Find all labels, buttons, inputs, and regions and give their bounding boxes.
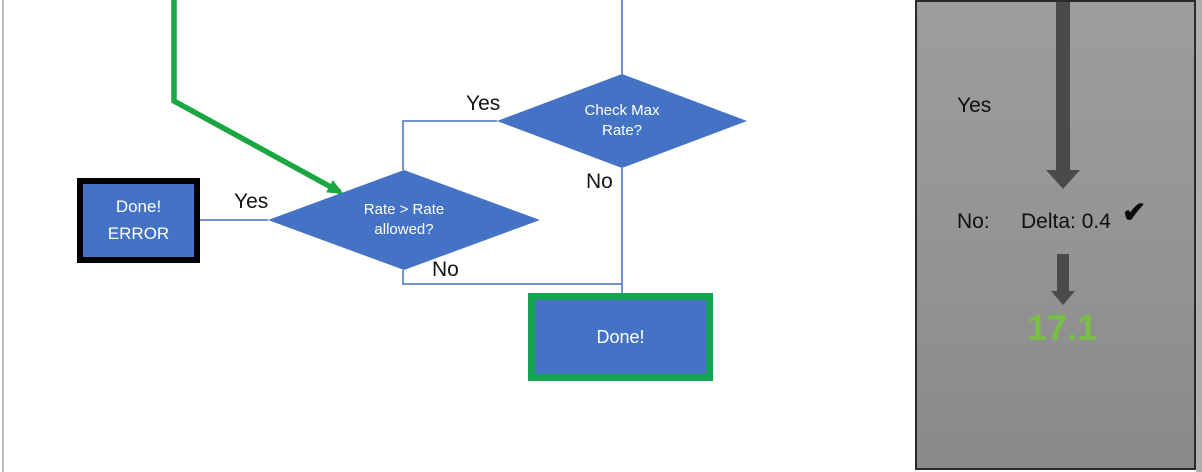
decision-rate-allowed: Rate > Rate allowed?	[268, 170, 540, 270]
decision-label-line2: allowed?	[374, 221, 434, 238]
down-arrow-icon	[1057, 254, 1069, 291]
side-panel: Yes No: Delta: 0.4 ✔ 17.1	[915, 0, 1196, 470]
terminal-done: Done!	[528, 293, 713, 381]
edge-label-check-max-yes: Yes	[466, 92, 501, 115]
down-arrow-head-icon	[1046, 170, 1080, 189]
edge-label-rate-no: No	[432, 258, 459, 281]
decision-label-line1: Rate > Rate	[363, 200, 445, 218]
connector-check-max-yes	[402, 120, 497, 170]
edge-label-check-max-no: No	[586, 170, 613, 193]
edge-label-rate-yes: Yes	[234, 190, 269, 213]
decision-label-line1: Check Max	[584, 101, 660, 119]
decision-check-max-rate: Check Max Rate?	[497, 74, 747, 168]
panel-yes-label: Yes	[957, 94, 992, 117]
panel-no-label: No:	[957, 210, 990, 233]
terminal-label-line1: Done!	[115, 197, 162, 217]
terminal-label: Done!	[596, 326, 645, 347]
check-icon: ✔	[1122, 197, 1147, 229]
window-right-edge	[1196, 0, 1202, 472]
decision-label-line2: Rate?	[601, 122, 643, 139]
green-flow-arrow	[171, 0, 344, 195]
terminal-label-line2: ERROR	[107, 223, 170, 243]
terminal-done-error: Done! ERROR	[77, 178, 200, 263]
down-arrow-icon	[1056, 2, 1070, 170]
slide-left-edge	[2, 0, 4, 472]
result-value: 17.1	[1026, 307, 1098, 348]
down-arrow-head-icon	[1051, 291, 1075, 305]
panel-delta-value: Delta: 0.4	[1021, 210, 1111, 233]
